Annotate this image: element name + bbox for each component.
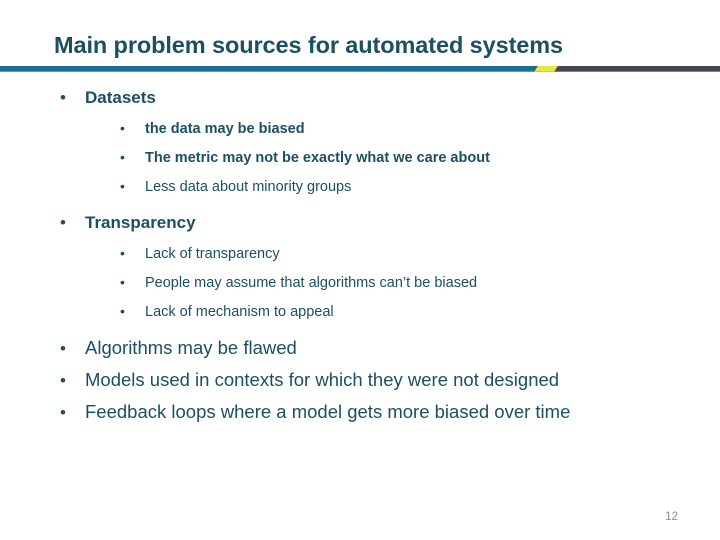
list-item-label: Lack of mechanism to appeal [145,304,334,320]
list-item: • Transparency [0,207,720,239]
list-item-label: Feedback loops where a model gets more b… [85,401,571,422]
list-item: • Models used in contexts for which they … [0,364,720,396]
list-item: • the data may be biased [0,114,720,143]
bullet-point-icon: • [60,339,66,358]
bullet-point-icon: • [60,371,66,390]
bullet-outline-list: • Datasets • the data may be biased • The met… [0,82,720,428]
list-item: • The metric may not be exactly what we c… [0,143,720,172]
bullet-point-icon: • [120,149,125,165]
list-item-label: The metric may not be exactly what we ca… [145,150,490,166]
list-item: • Lack of transparency [0,239,720,268]
divider-dark-segment [545,66,720,72]
page-number: 12 [665,511,678,523]
list-item: • People may assume that algorithms can’t… [0,268,720,297]
list-item: • Feedback loops where a model gets more … [0,396,720,428]
list-item-label: Less data about minority groups [145,179,352,195]
bullet-point-icon: • [60,88,66,107]
list-item-label: People may assume that algorithms can’t … [145,275,478,291]
bullet-point-icon: • [60,213,66,232]
bullet-point-icon: • [120,303,125,319]
title-divider-bar [0,66,720,72]
divider-hairline [0,71,720,72]
list-item: • Algorithms may be flawed [0,332,720,364]
bullet-point-icon: • [120,120,125,136]
list-item: • Less data about minority groups [0,172,720,201]
bullet-point-icon: • [120,178,125,194]
list-item-label: Models used in contexts for which they w… [85,369,560,390]
list-item-label: Datasets [85,88,156,107]
divider-teal-segment [0,66,545,72]
page-title: Main problem sources for automated syste… [54,31,564,58]
list-item-label: Transparency [85,213,196,232]
list-item: • Datasets [0,82,720,114]
list-item: • Lack of mechanism to appeal [0,297,720,326]
bullet-point-icon: • [120,274,125,290]
list-item-label: Algorithms may be flawed [85,337,297,358]
bullet-point-icon: • [60,403,66,422]
list-item-label: the data may be biased [145,121,305,137]
bullet-point-icon: • [120,245,125,261]
list-item-label: Lack of transparency [145,246,280,262]
